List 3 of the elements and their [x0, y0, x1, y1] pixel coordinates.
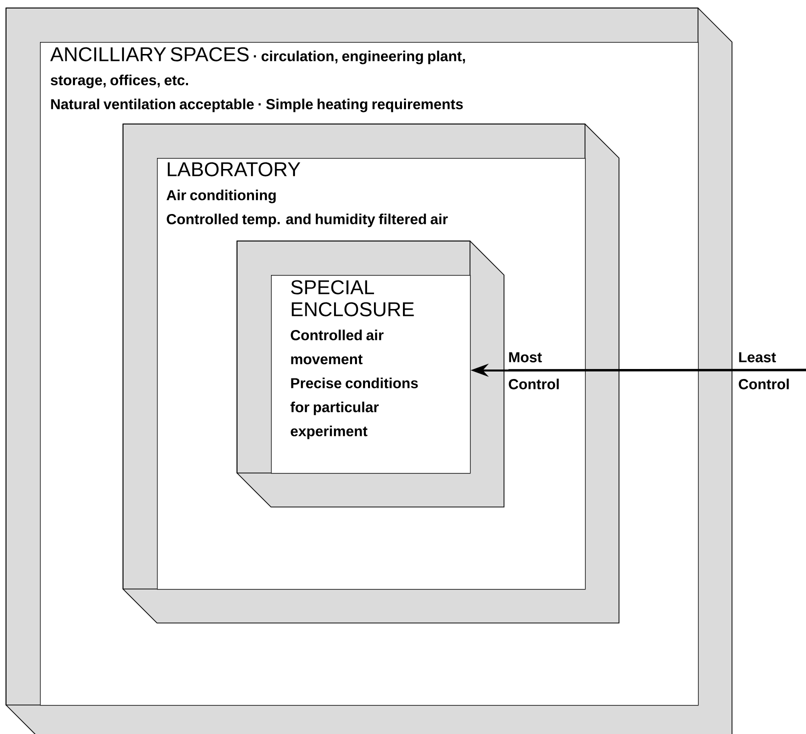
end-label: Most Control [508, 352, 559, 390]
end-label: Least Control [738, 352, 789, 390]
room-box: SPECIAL ENCLOSURE Controlled air movement Precise conditions for particular experiment [236, 240, 504, 508]
